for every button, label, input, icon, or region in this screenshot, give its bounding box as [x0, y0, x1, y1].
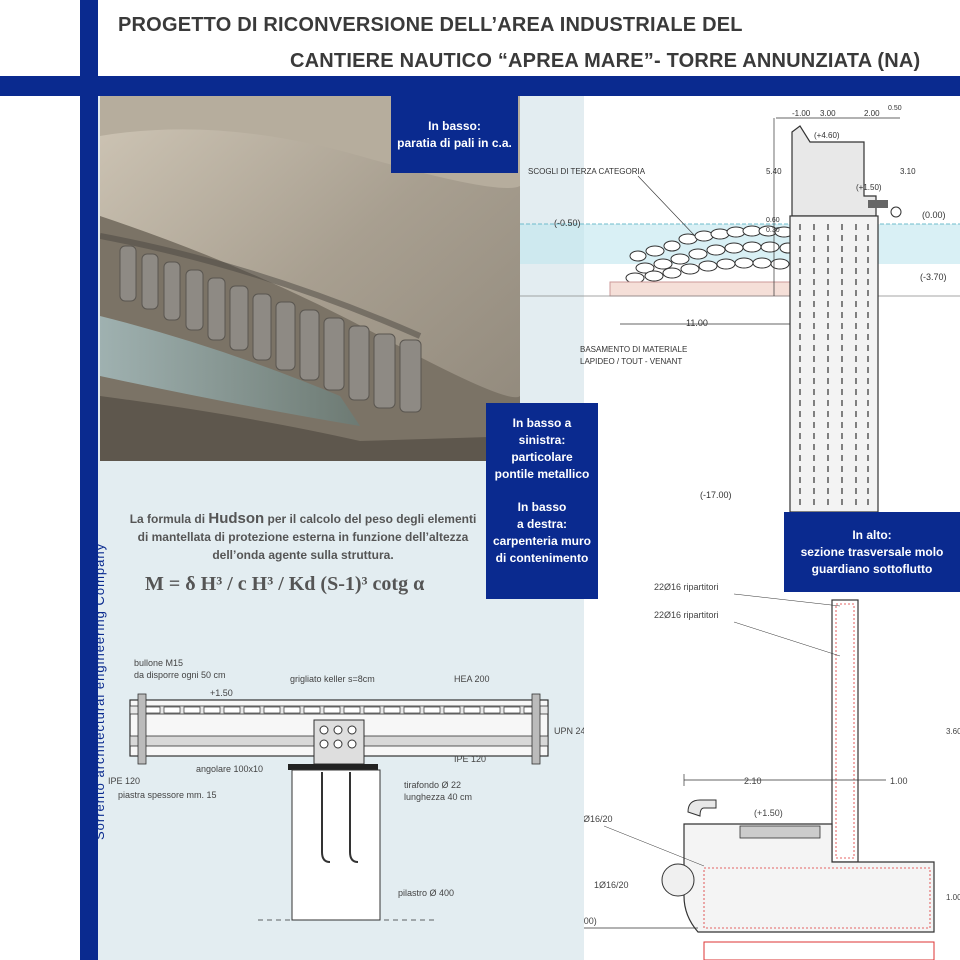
hudson-line3: dell’onda agente sulla struttura. — [212, 548, 394, 562]
angolare-label: angolare 100x10 — [196, 764, 263, 774]
bullone-line1: bullone M15 — [134, 658, 183, 668]
dim-540: 5.40 — [766, 167, 782, 176]
piastra-label: piastra spessore mm. 15 — [118, 790, 217, 800]
caption-mid-1: In basso a — [512, 416, 572, 430]
level-370: (-3.70) — [920, 272, 947, 282]
caption-mid-7: carpenteria muro — [492, 534, 592, 548]
dim-top-2: 3.00 — [820, 109, 836, 118]
deck-level: +1.50 — [210, 688, 233, 698]
sheet-pile — [789, 215, 879, 512]
bar2-label: 1Ø16/20 — [594, 880, 629, 890]
caption-middle: In basso a sinistra: particolare pontile… — [486, 403, 598, 599]
dim-210: 2.10 — [744, 776, 762, 786]
caption-mid-2: sinistra: — [518, 433, 566, 447]
caption-right: In alto: sezione trasversale molo guardi… — [784, 512, 960, 592]
hudson-post: per il calcolo del peso degli elementi — [264, 512, 477, 526]
pillar — [291, 769, 381, 921]
level-000: (0.00) — [922, 210, 946, 220]
caption-mid-3: particolare — [511, 450, 573, 464]
hudson-name: Hudson — [208, 510, 265, 527]
caption-mid-6: a destra: — [516, 517, 568, 531]
basamento-line1: BASAMENTO DI MATERIALE — [580, 345, 687, 354]
dim-310: 3.10 — [900, 167, 916, 176]
caption-top: In basso: paratia di pali in c.a. — [391, 96, 518, 173]
caption-mid-8: di contenimento — [495, 551, 589, 565]
level-1700: (-17.00) — [700, 490, 732, 500]
caption-top-line2: paratia di pali in c.a. — [397, 135, 512, 150]
dim-060: 0.60 — [766, 217, 780, 224]
caption-mid-4: pontile metallico — [494, 467, 590, 481]
base-slab — [683, 823, 935, 933]
bullone-line2: da disporre ogni 50 cm — [134, 670, 226, 680]
pilastro-label: pilastro Ø 400 — [398, 888, 454, 898]
caption-mid-5: In basso — [517, 500, 567, 514]
caption-right-1: In alto: — [852, 527, 892, 542]
dim-360: 3.60 — [946, 727, 960, 736]
caption-right-2: sezione trasversale molo — [800, 544, 944, 559]
pontile-drawing: bullone M15 da disporre ogni 50 cm grigl… — [108, 658, 584, 921]
caption-right-3: guardiano sottoflutto — [811, 561, 933, 576]
rip1-label: 22Ø16 ripartitori — [654, 582, 719, 592]
dim-top-3: 2.00 — [864, 109, 880, 118]
tirafondo-line2: lunghezza 40 cm — [404, 792, 472, 802]
cross-section-drawing: -1.00 3.00 2.00 0.50 (+4.60) 5.40 3.10 (… — [520, 105, 960, 512]
level-150-muro: (+1.50) — [754, 808, 783, 818]
hudson-line2: di mantellata di protezione esterna in f… — [137, 530, 469, 544]
pile-wall-photo — [100, 96, 520, 461]
hudson-formula: M = δ H³ / c H³ / Kd (S-1)³ cotg α — [145, 573, 425, 595]
level-150: (+1.50) — [856, 183, 882, 192]
rock-mound — [625, 225, 797, 284]
tirafondo-line1: tirafondo Ø 22 — [404, 780, 461, 790]
rip2-label: 22Ø16 ripartitori — [654, 610, 719, 620]
caption-top-line1: In basso: — [428, 118, 481, 133]
ipe-right-label: IPE 120 — [454, 754, 486, 764]
bar1-label: 1Ø16/20 — [584, 814, 613, 824]
page-title-line2: CANTIERE NAUTICO “APREA MARE”- TORRE ANN… — [290, 50, 921, 72]
muro-drawing: 2.10 1.00 3.60 1.00 (+1.50) 22Ø16 ripart… — [584, 582, 960, 960]
dim-030: 0.30 — [766, 227, 780, 234]
hea-label: HEA 200 — [454, 674, 490, 684]
dim-top-4: 0.50 — [888, 105, 902, 112]
hudson-description: La formula di Hudson per il calcolo del … — [108, 510, 498, 564]
hudson-pre: La formula di — [129, 512, 209, 526]
page-title-line1: PROGETTO DI RICONVERSIONE DELL’AREA INDU… — [118, 14, 743, 36]
width-1100: 11.00 — [686, 318, 708, 328]
level-top: (+4.60) — [814, 131, 840, 140]
dim-100: 1.00 — [890, 776, 908, 786]
header-band — [0, 76, 960, 96]
base-layer — [609, 281, 791, 297]
sidebar — [0, 0, 80, 960]
ipe-left-label: IPE 120 — [108, 776, 140, 786]
level-050: (-0.50) — [554, 218, 581, 228]
base-plate — [288, 764, 378, 770]
vertical-band — [80, 0, 98, 960]
basamento-line2: LAPIDEO / TOUT - VENANT — [580, 357, 682, 366]
level-000-muro: (+0.00) — [584, 916, 597, 926]
upn-label: UPN 240 — [554, 726, 584, 736]
scogli-label: SCOGLI DI TERZA CATEGORIA — [528, 167, 646, 176]
grigliato-label: grigliato keller s=8cm — [290, 674, 375, 684]
dim-top-1: -1.00 — [792, 109, 811, 118]
dim-100b: 1.00 — [946, 893, 960, 902]
